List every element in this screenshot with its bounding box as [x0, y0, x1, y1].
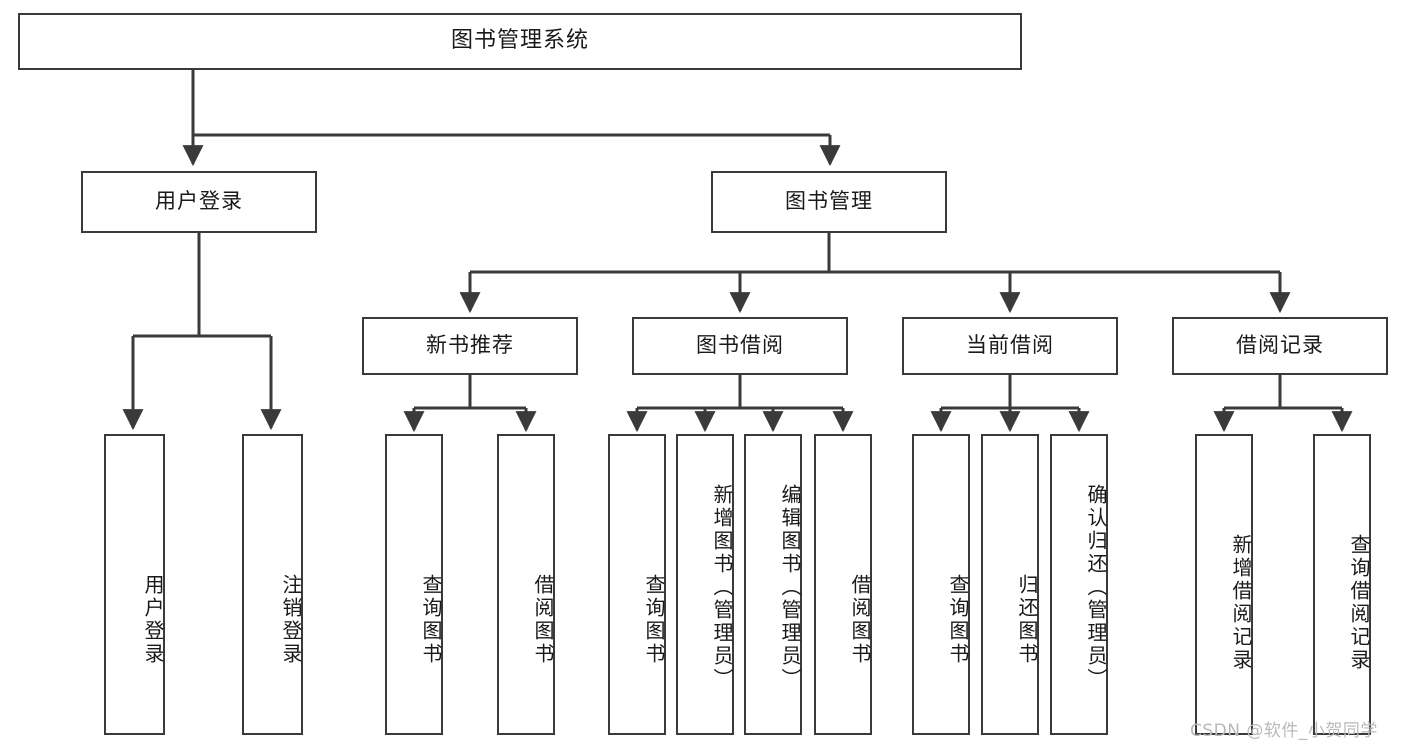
node-label: 借阅图书 [848, 573, 872, 666]
node-book-borrow[interactable]: 图书借阅 [632, 317, 848, 375]
leaf-current-borrow-query-book[interactable]: 查询图书 [912, 434, 970, 735]
node-label: 图书管理 [785, 189, 873, 214]
node-label: 查询借阅记录 [1347, 533, 1371, 672]
node-label: 注销登录 [279, 573, 303, 666]
node-label: 归还图书 [1015, 573, 1039, 666]
node-new-book-recommend[interactable]: 新书推荐 [362, 317, 578, 375]
leaf-book-borrow-borrow-book[interactable]: 借阅图书 [814, 434, 872, 735]
node-root-book-management-system[interactable]: 图书管理系统 [18, 13, 1022, 70]
leaf-current-borrow-return-book[interactable]: 归还图书 [981, 434, 1039, 735]
node-borrow-record[interactable]: 借阅记录 [1172, 317, 1388, 375]
node-label: 编辑图书（管理员） [778, 484, 802, 691]
leaf-user-login-logout[interactable]: 注销登录 [242, 434, 303, 735]
leaf-book-borrow-query-book[interactable]: 查询图书 [608, 434, 666, 735]
leaf-borrow-record-add-record[interactable]: 新增借阅记录 [1195, 434, 1253, 735]
node-label: 图书管理系统 [450, 28, 589, 54]
node-book-management[interactable]: 图书管理 [711, 171, 947, 233]
node-label: 借阅图书 [531, 573, 555, 666]
node-label: 图书借阅 [696, 333, 784, 358]
leaf-user-login-login[interactable]: 用户登录 [104, 434, 165, 735]
node-label: 用户登录 [141, 573, 165, 666]
node-current-borrow[interactable]: 当前借阅 [902, 317, 1118, 375]
node-label: 查询图书 [642, 573, 666, 666]
node-label: 借阅记录 [1236, 333, 1324, 358]
leaf-current-borrow-confirm-return-admin[interactable]: 确认归还（管理员） [1050, 434, 1108, 735]
node-label: 新书推荐 [426, 333, 514, 358]
leaf-borrow-record-query-record[interactable]: 查询借阅记录 [1313, 434, 1371, 735]
csdn-watermark: CSDN @软件_小贺同学 [1190, 721, 1378, 741]
node-label: 确认归还（管理员） [1084, 484, 1108, 691]
node-label: 新增图书（管理员） [710, 484, 734, 691]
node-label: 新增借阅记录 [1229, 533, 1253, 672]
node-label: 查询图书 [946, 573, 970, 666]
node-label: 当前借阅 [966, 333, 1054, 358]
leaf-new-book-borrow-book[interactable]: 借阅图书 [497, 434, 555, 735]
node-label: 用户登录 [155, 189, 243, 214]
leaf-new-book-query-book[interactable]: 查询图书 [385, 434, 443, 735]
leaf-book-borrow-add-book-admin[interactable]: 新增图书（管理员） [676, 434, 734, 735]
leaf-book-borrow-edit-book-admin[interactable]: 编辑图书（管理员） [744, 434, 802, 735]
node-user-login[interactable]: 用户登录 [81, 171, 317, 233]
node-label: 查询图书 [419, 573, 443, 666]
